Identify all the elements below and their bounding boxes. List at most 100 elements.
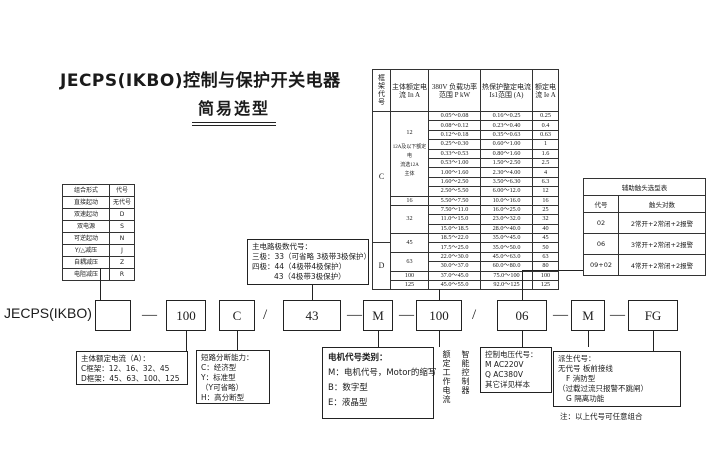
page-subtitle: 简易选型 — [192, 95, 277, 126]
working-current-vertical-label: 额定工作电流 — [442, 350, 451, 404]
spec-cell: 0.63 — [532, 129, 559, 141]
spec-cell: 0.80～1.60 — [480, 148, 533, 159]
spec-header-frame-text: 框架代号 — [377, 73, 386, 106]
combo-cell: Y/△减压 — [62, 244, 110, 257]
connector-line — [100, 268, 101, 300]
combo-cell: Z — [109, 256, 135, 269]
note-line: 43（4极带3极保护） — [274, 272, 346, 281]
spec-cell: 1.50～2.50 — [480, 157, 533, 169]
spec-cell: 1.00～1.60 — [428, 167, 481, 178]
model-segment-derived: FG — [628, 300, 678, 331]
spec-rated-current-cell: 63 — [390, 251, 429, 272]
model-separator: — — [553, 307, 568, 323]
note-line: E：液晶型 — [328, 398, 368, 408]
spec-cell: 37.0～45.0 — [428, 270, 481, 282]
spec-cell: 0.25～0.30 — [428, 139, 481, 150]
combo-cell: R — [109, 268, 135, 281]
spec-cell: 17.5～25.0 — [428, 242, 481, 253]
model-separator: / — [263, 307, 268, 323]
subtitle-underline-2 — [192, 125, 277, 126]
spec-cell: 28.0～40.0 — [480, 223, 533, 235]
spec-cell: 0.16～0.25 — [480, 110, 533, 122]
spec-cell: 1.6 — [532, 148, 559, 159]
subtitle-text: 简易选型 — [198, 99, 271, 118]
spec-cell: 12 — [532, 186, 559, 197]
spec-rated-current-cell: 45 — [390, 233, 429, 253]
spec-header-ie: 额定电流 Ie A — [532, 69, 559, 112]
connector-line — [522, 270, 583, 271]
model-segment-control-voltage: M — [571, 300, 605, 331]
spec-cell: 22.0～30.0 — [428, 251, 481, 263]
spec-cell: 7.50～11.0 — [428, 204, 481, 216]
aux-cell: 06 — [583, 233, 619, 255]
model-segment-working-current: 100 — [416, 300, 462, 331]
spec-cell: 125 — [532, 280, 559, 291]
spec-cell: 35.0～50.0 — [480, 242, 533, 253]
connector-line — [186, 331, 187, 351]
note-line: F 消防型 — [566, 374, 596, 383]
spec-cell: 11.0～15.0 — [428, 214, 481, 225]
motor-code-note: 电机代号类别： M：电机代号，Motor的缩写 B：数字型 E：液晶型 — [322, 347, 437, 419]
spec-cell: 32 — [532, 214, 559, 225]
connector-line — [439, 331, 440, 347]
model-segment-combination — [95, 300, 131, 331]
note-line: 主电路极数代号： — [252, 242, 312, 251]
note-line: 其它详见样本 — [485, 380, 530, 389]
note-line: C框架：12、16、32、45 — [81, 364, 170, 373]
spec-cell: 10.0～16.0 — [480, 195, 533, 206]
spec-cell: 3.50～6.30 — [480, 176, 533, 188]
aux-cell: 3常开+2常闭+2报警 — [618, 233, 706, 255]
model-segment-aux-contact: 06 — [497, 300, 547, 331]
combo-cell: 电阻减压 — [62, 268, 110, 281]
aux-table-title: 辅助触头选型表 — [583, 178, 706, 196]
spec-cell: 40 — [532, 223, 559, 235]
note-line: 派生代号： — [558, 354, 596, 363]
connector-line — [237, 331, 238, 353]
spec-frame-c-note: 12A及以下额定电 — [392, 144, 427, 159]
spec-cell: 2.50～5.50 — [428, 186, 481, 197]
page-title: JECPS(IKBO)控制与保护开关电器 — [60, 71, 341, 91]
aux-header-code: 代号 — [583, 195, 619, 213]
connector-line — [439, 289, 440, 300]
model-segment-rated-current: 100 — [166, 300, 206, 331]
spec-cell: 15.0～18.5 — [428, 223, 481, 235]
spec-cell: 92.0～125 — [480, 280, 533, 291]
connector-line — [653, 331, 654, 351]
aux-cell: 2常开+2常闭+2报警 — [618, 212, 706, 234]
spec-cell: 6.00～12.0 — [480, 186, 533, 197]
spec-header-power: 380V 负载功率范围 P kW — [428, 69, 481, 112]
controller-vertical-label: 智能控制器 — [461, 350, 470, 395]
note-line: M：电机代号，Motor的缩写 — [328, 368, 437, 378]
model-separator: / — [472, 307, 477, 323]
spec-cell: 45.0～55.0 — [428, 280, 481, 291]
spec-rated-current-cell: 32 — [390, 204, 429, 235]
spec-cell: 50 — [532, 242, 559, 253]
spec-rated-current-cell: 125 — [390, 280, 429, 291]
connector-line — [588, 331, 589, 347]
note-line: （过载过流只报警不跳闸） — [558, 384, 648, 393]
spec-cell: 16.0～25.0 — [480, 204, 533, 216]
derived-code-note: 派生代号： 无代号 板前接线 F 消防型 （过载过流只报警不跳闸） G 隔离功能 — [553, 351, 681, 407]
model-segment-poles: 43 — [283, 300, 341, 331]
aux-cell: 02 — [583, 212, 619, 234]
connector-line — [522, 331, 523, 347]
spec-cell: 0.4 — [532, 120, 559, 131]
note-line: Q AC380V — [485, 370, 523, 379]
combo-cell: S — [109, 220, 135, 233]
model-segment-breaking: C — [219, 300, 255, 331]
note-line: 短路分断能力： — [201, 353, 254, 362]
spec-cell: 0.35～0.63 — [480, 129, 533, 141]
note-line: 四极：44（4极带4极保护） — [252, 262, 347, 271]
spec-header-rated: 主体额定电流 In A — [390, 69, 429, 112]
connector-line — [312, 285, 313, 300]
spec-cell: 2.30～4.00 — [480, 167, 533, 178]
